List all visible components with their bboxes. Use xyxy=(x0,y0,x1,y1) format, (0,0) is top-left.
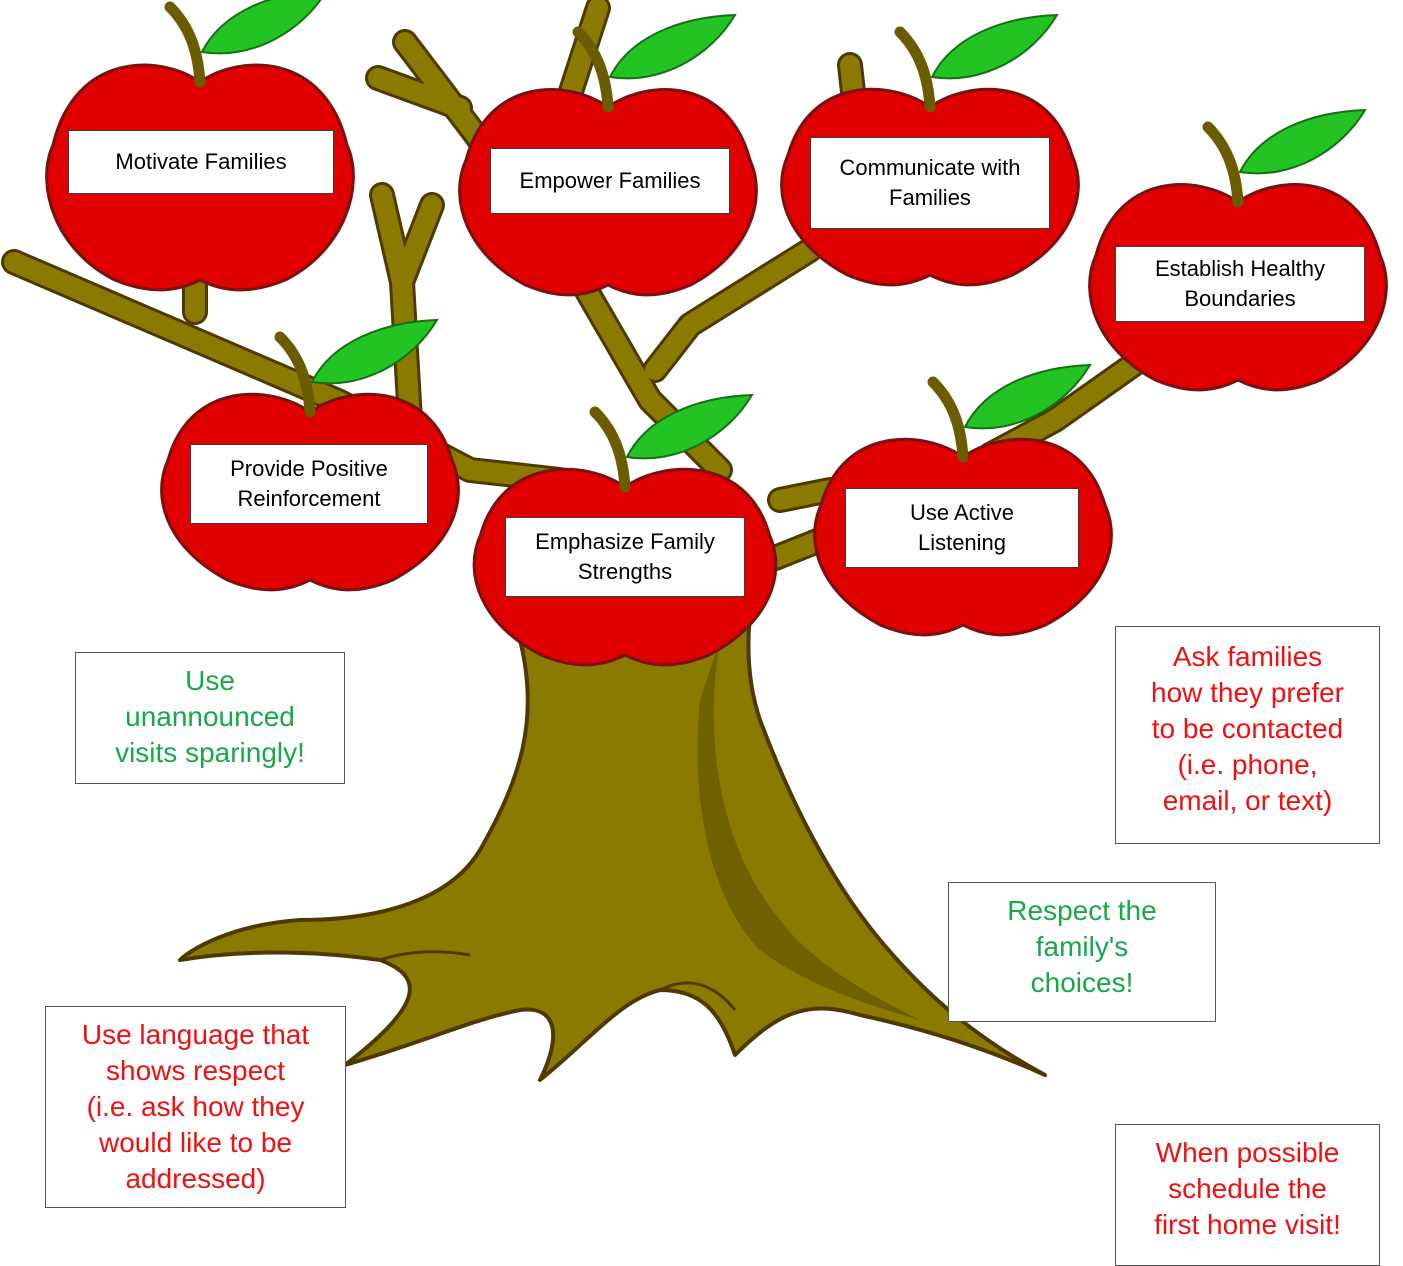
apple-label-empower-families: Empower Families xyxy=(490,148,730,214)
apple-stem-provide-positive-reinforcement xyxy=(274,331,316,418)
tip-note-respect-choices: Respect the family's choices! xyxy=(948,882,1216,1022)
apple-leaf-provide-positive-reinforcement xyxy=(310,318,439,385)
apple-label-motivate-families: Motivate Families xyxy=(68,130,334,194)
apple-stem-emphasize-family-strengths xyxy=(589,406,631,493)
apple-leaf-empower-families xyxy=(608,13,737,80)
apple-leaf-use-active-listening xyxy=(963,363,1092,430)
apple-label-communicate-with-families: Communicate with Families xyxy=(810,137,1050,229)
tree-trunk xyxy=(178,558,1047,1082)
tip-note-contact-preference: Ask families how they prefer to be conta… xyxy=(1115,626,1380,844)
apple-leaf-emphasize-family-strengths xyxy=(625,393,754,460)
tip-note-respectful-language: Use language that shows respect (i.e. as… xyxy=(45,1006,346,1208)
apple-stem-use-active-listening xyxy=(927,376,969,463)
apple-stem-communicate-with-families xyxy=(894,26,936,113)
apple-leaf-communicate-with-families xyxy=(930,13,1059,80)
apple-stem-empower-families xyxy=(572,26,614,113)
tip-note-schedule-first-visit: When possible schedule the first home vi… xyxy=(1115,1124,1380,1266)
apple-stem-motivate-families xyxy=(164,1,206,88)
apple-label-use-active-listening: Use Active Listening xyxy=(845,488,1079,568)
apple-label-emphasize-family-strengths: Emphasize Family Strengths xyxy=(505,517,745,597)
tip-note-unannounced-visits: Use unannounced visits sparingly! xyxy=(75,652,345,784)
apple-label-provide-positive-reinforcement: Provide Positive Reinforcement xyxy=(190,444,428,524)
apple-label-establish-healthy-boundaries: Establish Healthy Boundaries xyxy=(1115,246,1365,322)
apple-leaf-establish-healthy-boundaries xyxy=(1238,108,1367,175)
apple-leaf-motivate-families xyxy=(200,0,322,55)
apple-stem-establish-healthy-boundaries xyxy=(1202,121,1244,208)
